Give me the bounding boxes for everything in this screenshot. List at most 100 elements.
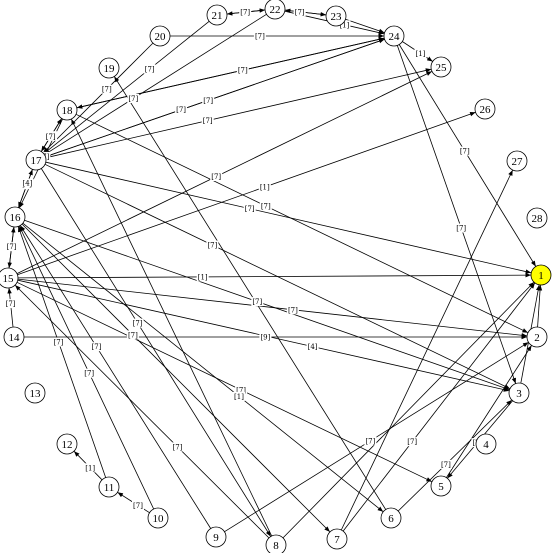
node-22[interactable]: 22 (264, 0, 286, 20)
node-label-20: 20 (155, 31, 167, 43)
edge-9-to-16 (19, 225, 212, 529)
node-1[interactable]: 1 (530, 264, 552, 286)
edge-label-15-to-5: [7] (236, 387, 246, 395)
edge-label-bg (455, 223, 468, 233)
node-21[interactable]: 21 (206, 4, 228, 26)
node-19[interactable]: 19 (98, 57, 120, 79)
edge-label-bg (5, 242, 18, 252)
node-20[interactable]: 20 (149, 25, 171, 47)
node-circle-14[interactable] (3, 326, 25, 348)
node-circle-6[interactable] (380, 507, 402, 529)
edge-label-18-to-24: [7] (238, 67, 248, 75)
node-25[interactable]: 25 (430, 56, 452, 78)
node-circle-4[interactable] (475, 433, 497, 455)
node-13[interactable]: 13 (24, 382, 46, 404)
edge-label-bg (210, 172, 223, 181)
node-circle-24[interactable] (383, 25, 405, 47)
node-circle-9[interactable] (205, 526, 227, 548)
node-15[interactable]: 15 (0, 267, 19, 289)
node-circle-3[interactable] (508, 382, 530, 404)
edge-label-24-to-3: [7] (456, 225, 466, 233)
node-label-10: 10 (153, 513, 165, 525)
node-circle-12[interactable] (56, 433, 78, 455)
edge-label-9-to-16: [7] (92, 343, 102, 351)
edge-15-to-2 (17, 278, 528, 338)
node-24[interactable]: 24 (383, 25, 405, 47)
node-4[interactable]: 4 (475, 433, 497, 455)
edge-label-bg (243, 204, 256, 214)
edge-label-16-to-15: [7] (7, 243, 17, 251)
edge-label-17-to-24: [7] (203, 97, 213, 105)
node-circle-16[interactable] (4, 206, 26, 228)
node-11[interactable]: 11 (98, 476, 120, 498)
edge-9-to-2 (224, 341, 529, 533)
edge-label-bg (171, 442, 184, 452)
node-circle-10[interactable] (147, 507, 169, 529)
node-17[interactable]: 17 (25, 149, 47, 171)
edge-label-bg (100, 84, 113, 94)
node-10[interactable]: 10 (147, 507, 169, 529)
edge-label-10-to-11: [7] (133, 502, 143, 510)
node-circle-25[interactable] (430, 56, 452, 78)
edge-label-bg (44, 131, 57, 141)
node-circle-8[interactable] (265, 534, 287, 553)
node-circle-7[interactable] (326, 528, 348, 550)
node-12[interactable]: 12 (56, 433, 78, 455)
node-circle-17[interactable] (25, 149, 47, 171)
edge-label-9-to-2: [7] (365, 437, 375, 445)
node-label-5: 5 (438, 481, 444, 493)
edge-8-to-15 (14, 284, 270, 539)
node-circle-28[interactable] (526, 207, 548, 229)
edge-label-bg (206, 240, 219, 250)
node-7[interactable]: 7 (326, 528, 348, 550)
node-label-11: 11 (104, 482, 115, 494)
edge-8-to-1 (282, 281, 535, 539)
node-label-17: 17 (31, 155, 43, 167)
node-label-19: 19 (104, 63, 116, 75)
node-label-27: 27 (512, 156, 524, 168)
edge-label-18-to-17: [7] (46, 133, 56, 141)
node-circle-13[interactable] (24, 382, 46, 404)
edge-label-bg (235, 385, 248, 395)
node-circle-18[interactable] (56, 99, 78, 121)
node-2[interactable]: 2 (526, 326, 548, 348)
node-14[interactable]: 14 (3, 326, 25, 348)
edge-label-18-to-2: [7] (261, 203, 271, 211)
node-28[interactable]: 28 (526, 207, 548, 229)
node-label-26: 26 (480, 104, 492, 116)
node-circle-21[interactable] (206, 4, 228, 26)
node-label-3: 3 (516, 388, 522, 400)
node-5[interactable]: 5 (430, 475, 452, 497)
node-circle-26[interactable] (474, 98, 496, 120)
node-circle-1[interactable] (530, 264, 552, 286)
edge-label-22-to-24: [1] (339, 21, 349, 29)
node-circle-23[interactable] (325, 5, 347, 27)
edge-label-17-to-16: [4] (23, 180, 33, 188)
node-9[interactable]: 9 (205, 526, 227, 548)
edge-label-bg (52, 337, 65, 347)
node-circle-11[interactable] (98, 476, 120, 498)
node-label-22: 22 (270, 4, 281, 16)
node-label-6: 6 (388, 513, 394, 525)
node-circle-27[interactable] (506, 150, 528, 172)
node-circle-15[interactable] (0, 267, 19, 289)
node-18[interactable]: 18 (56, 99, 78, 121)
node-circle-20[interactable] (149, 25, 171, 47)
node-6[interactable]: 6 (380, 507, 402, 529)
node-16[interactable]: 16 (4, 206, 26, 228)
node-26[interactable]: 26 (474, 98, 496, 120)
edge-label-bg (239, 7, 252, 17)
edge-11-to-16 (17, 226, 107, 478)
node-circle-2[interactable] (526, 326, 548, 348)
node-circle-22[interactable] (264, 0, 286, 20)
node-27[interactable]: 27 (506, 150, 528, 172)
node-circle-5[interactable] (430, 475, 452, 497)
edge-17-to-8 (40, 168, 272, 537)
edge-10-to-16 (18, 225, 155, 510)
node-8[interactable]: 8 (265, 534, 287, 553)
node-3[interactable]: 3 (508, 382, 530, 404)
edge-label-bg (364, 436, 377, 446)
edge-20-to-17 (42, 42, 154, 154)
node-23[interactable]: 23 (325, 5, 347, 27)
node-circle-19[interactable] (98, 57, 120, 79)
